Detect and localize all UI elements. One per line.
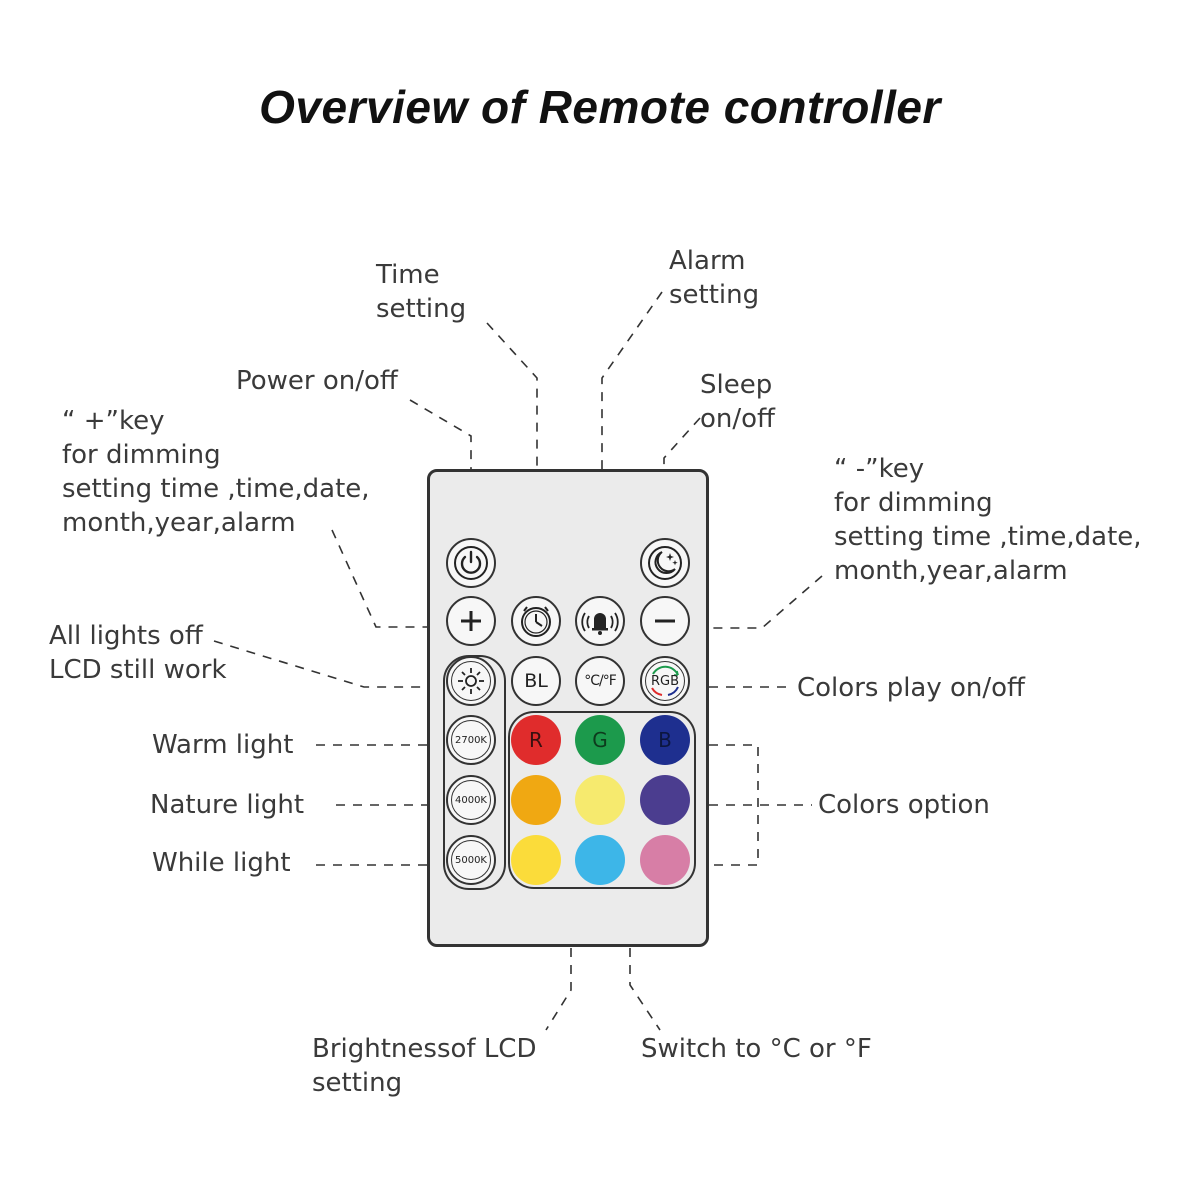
label-white-light: While light [152,848,291,878]
sleep-button[interactable] [640,538,690,588]
temp-unit-button[interactable]: °C/°F [575,656,625,706]
color-blue-button[interactable]: B [640,715,690,765]
bl-label: BL [524,670,548,692]
white-5000k-button[interactable]: 5000K [446,835,496,885]
nature-4000k-button[interactable]: 4000K [446,775,496,825]
color-group [508,711,696,889]
leader-all-off [213,640,444,688]
label-switch-temp: Switch to °C or °F [641,1034,872,1064]
clock-icon [521,606,551,637]
color-gold-button[interactable] [511,835,561,885]
k2700-label: 2700K [454,734,487,746]
minus-icon [655,619,675,623]
power-icon [454,546,488,580]
sun-icon [458,668,484,694]
color-green-button[interactable]: G [575,715,625,765]
time-setting-button[interactable] [511,596,561,646]
plus-icon [461,611,481,631]
leader-time [486,322,538,597]
bell-icon [581,612,619,635]
color-sky-button[interactable] [575,835,625,885]
leader-plus [331,529,446,628]
color-indigo-button[interactable] [640,775,690,825]
all-lights-off-button[interactable] [446,656,496,706]
g-label: G [592,728,608,752]
r-label: R [529,728,543,752]
plus-button[interactable] [446,596,496,646]
color-red-button[interactable]: R [511,715,561,765]
minus-button[interactable] [640,596,690,646]
label-power: Power on/off [236,366,398,396]
moon-stars-icon [648,546,682,580]
alarm-setting-button[interactable] [575,596,625,646]
k4000-label: 4000K [454,794,487,806]
color-pink-button[interactable] [640,835,690,885]
leader-alarm [601,291,663,596]
label-warm-light: Warm light [152,730,294,760]
power-button[interactable] [446,538,496,588]
label-colors-play: Colors play on/off [797,673,1025,703]
color-yellow-button[interactable] [575,775,625,825]
rgb-play-button[interactable]: RGB [640,656,690,706]
label-colors-option: Colors option [818,790,990,820]
k5000-label: 5000K [454,854,487,866]
temp-unit-label: °C/°F [584,673,617,689]
remote-controller: BL °C/°F RGB 2700K 4000K 5000K R [427,469,709,947]
label-nature-light: Nature light [150,790,305,820]
leader-minus [692,575,823,629]
b-label: B [658,728,672,752]
warm-2700k-button[interactable]: 2700K [446,715,496,765]
diagram-title: Overview of Remote controller [259,81,941,133]
bl-button[interactable]: BL [511,656,561,706]
color-orange-button[interactable] [511,775,561,825]
leader-colors-option [692,744,812,866]
rgb-label: RGB [650,673,680,689]
